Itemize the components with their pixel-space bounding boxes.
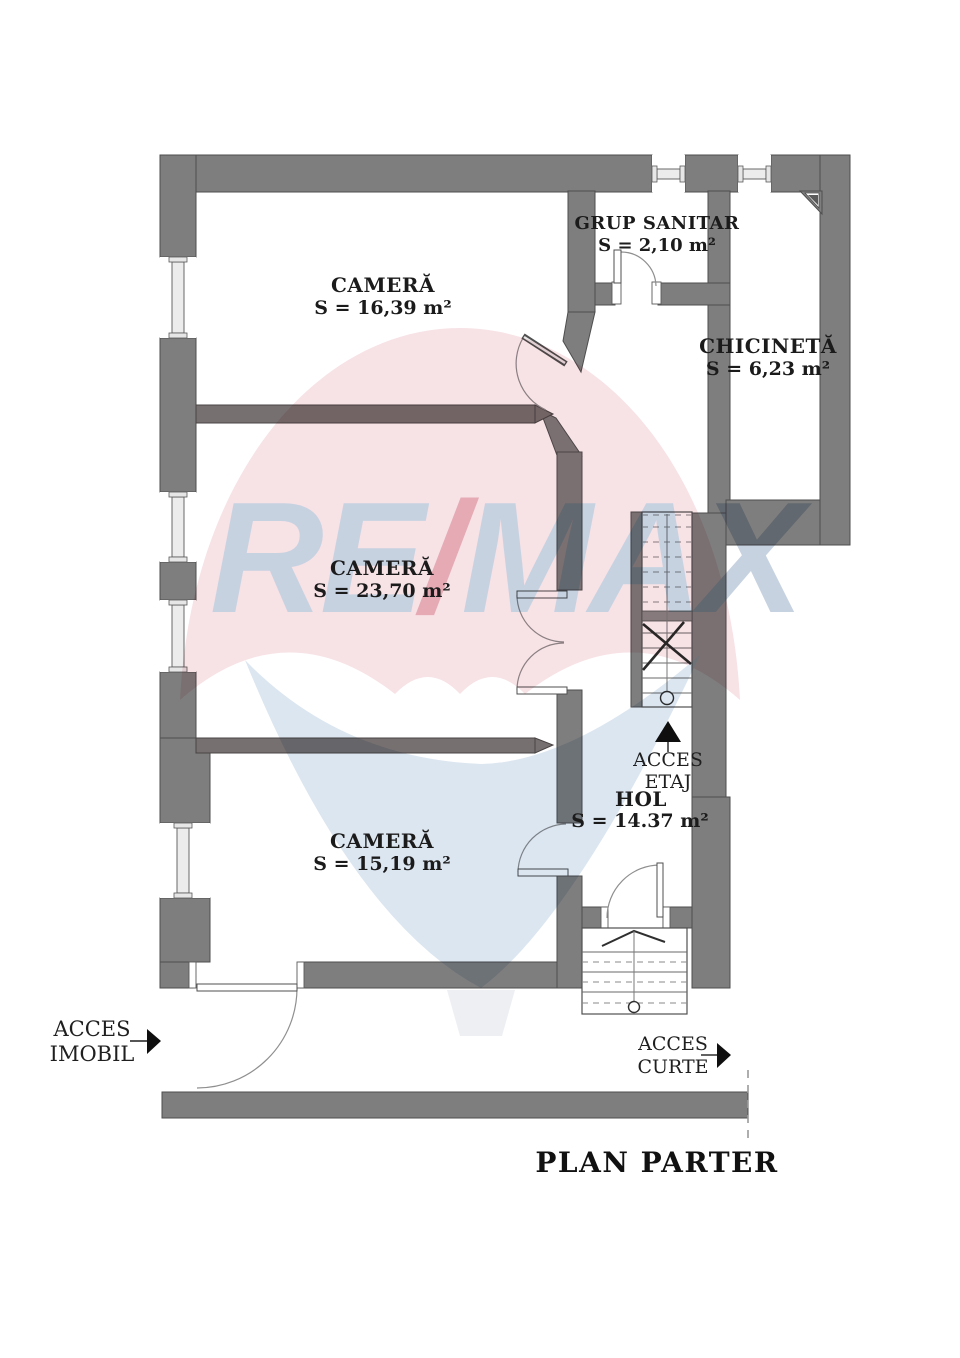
window-room2-upper bbox=[160, 491, 196, 563]
garden-wall bbox=[161, 1091, 749, 1119]
room-label-hol: HOL S = 14.37 m² bbox=[571, 787, 708, 832]
plan-title: PLAN PARTER bbox=[535, 1146, 778, 1179]
remax-brand-text: RE/MAX bbox=[210, 470, 813, 646]
brand-max: MAX bbox=[461, 470, 813, 646]
chicineta-area: S = 6,23 m² bbox=[706, 358, 830, 380]
room-label-camera-2: CAMERĂ S = 23,70 m² bbox=[313, 555, 450, 602]
camera2-area: S = 23,70 m² bbox=[313, 580, 450, 602]
wall-divider-2-tip bbox=[534, 737, 555, 754]
window-room3 bbox=[160, 822, 210, 899]
wall-right-exterior bbox=[819, 154, 851, 546]
wall-grup-south-right bbox=[657, 282, 731, 306]
room-label-grup-sanitar: GRUP SANITAR S = 2,10 m² bbox=[574, 213, 740, 256]
acces-etaj-annotation: ACCES ETAJ bbox=[632, 721, 703, 793]
acces-etaj-line1: ACCES bbox=[632, 749, 703, 771]
acces-etaj-line2: ETAJ bbox=[645, 771, 692, 793]
wall-left-3 bbox=[159, 561, 197, 601]
acces-curte-line1: ACCES bbox=[637, 1033, 708, 1055]
grup-sanitar-name: GRUP SANITAR bbox=[574, 213, 740, 234]
wall-top bbox=[159, 154, 653, 193]
chicineta-name: CHICINETĂ bbox=[699, 333, 837, 358]
camera1-area: S = 16,39 m² bbox=[314, 297, 451, 319]
door-grup-sanitar bbox=[611, 249, 662, 305]
acces-curte-line2: CURTE bbox=[637, 1056, 708, 1078]
wall-hall-southeast bbox=[691, 796, 731, 989]
bevel-detail bbox=[804, 192, 820, 210]
acces-curte-annotation: ACCES CURTE bbox=[637, 1033, 731, 1078]
room-label-camera-1: CAMERĂ S = 16,39 m² bbox=[314, 272, 451, 319]
wall-left-2 bbox=[159, 337, 197, 493]
room-label-camera-3: CAMERĂ S = 15,19 m² bbox=[313, 828, 450, 875]
exterior-staircase bbox=[581, 927, 688, 1015]
acces-imobil-arrow-icon bbox=[147, 1029, 161, 1054]
labels-layer: CAMERĂ S = 16,39 m² GRUP SANITAR S = 2,1… bbox=[50, 213, 837, 1179]
window-top-1 bbox=[651, 155, 686, 192]
room-label-chicineta: CHICINETĂ S = 6,23 m² bbox=[699, 333, 837, 380]
window-room1 bbox=[160, 256, 196, 339]
door-hall-exit bbox=[600, 862, 671, 929]
acces-etaj-arrow-icon bbox=[655, 721, 681, 742]
acces-curte-arrow-icon bbox=[717, 1043, 731, 1068]
wall-top-mid bbox=[684, 154, 739, 193]
wall-bottom-left bbox=[159, 961, 194, 989]
door-entrance bbox=[188, 961, 305, 1089]
camera3-area: S = 15,19 m² bbox=[313, 853, 450, 875]
hol-name: HOL bbox=[615, 787, 667, 811]
camera3-name: CAMERĂ bbox=[330, 828, 434, 853]
acces-imobil-line1: ACCES bbox=[52, 1017, 130, 1041]
balloon-bottom-icon bbox=[245, 655, 700, 988]
wall-bottom bbox=[299, 961, 583, 989]
remax-watermark: RE/MAX bbox=[180, 328, 817, 1036]
wall-left-1 bbox=[159, 154, 197, 258]
acces-imobil-annotation: ACCES IMOBIL bbox=[50, 1017, 161, 1066]
wall-hall-west-upper bbox=[567, 190, 596, 313]
camera1-name: CAMERĂ bbox=[331, 272, 435, 297]
acces-imobil-line2: IMOBIL bbox=[50, 1042, 135, 1066]
balloon-basket-icon bbox=[447, 990, 515, 1036]
wall-left-6 bbox=[159, 897, 211, 963]
camera2-name: CAMERĂ bbox=[330, 555, 434, 580]
balloon-top-icon bbox=[180, 328, 740, 700]
brand-re: RE bbox=[210, 470, 430, 646]
grup-sanitar-area: S = 2,10 m² bbox=[598, 235, 716, 256]
window-top-2 bbox=[737, 155, 772, 192]
hol-area: S = 14.37 m² bbox=[571, 810, 708, 832]
